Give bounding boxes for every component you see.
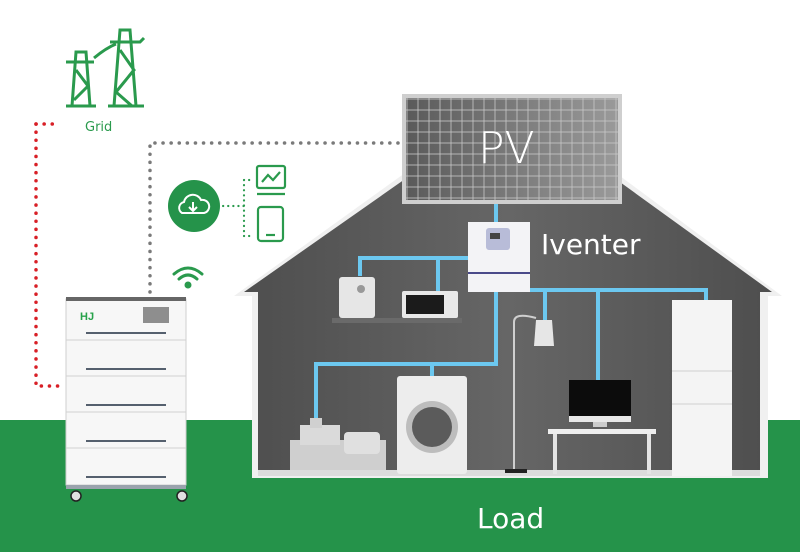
pv-label: PV: [478, 123, 535, 174]
cloud-device-link: [216, 178, 256, 238]
refrigerator: [672, 300, 732, 476]
svg-text:HJ: HJ: [80, 311, 94, 323]
floor-lamp: [505, 314, 554, 473]
kitchen-shelf: [332, 277, 462, 323]
cloud-download-icon: [168, 180, 220, 232]
power-tower-icon: [66, 28, 146, 108]
grid-label: Grid: [85, 120, 113, 135]
wifi-icon: [172, 266, 204, 289]
compressor-machine: [290, 418, 386, 470]
tablet-icon: [256, 205, 285, 243]
load-label: Load: [477, 502, 545, 535]
chart-monitor-icon: [255, 164, 287, 196]
inverter-label: Iventer: [541, 228, 641, 261]
inverter-unit: [468, 222, 530, 292]
washing-machine: [397, 376, 467, 474]
grid-link-line: [34, 122, 66, 388]
battery-cabinet: HJ: [65, 297, 188, 502]
power-wires: [314, 200, 708, 420]
pv-link-line: [148, 141, 404, 294]
pv-panel: [402, 94, 622, 204]
coffee-machine: [339, 277, 375, 318]
tv-desk: [548, 380, 656, 474]
